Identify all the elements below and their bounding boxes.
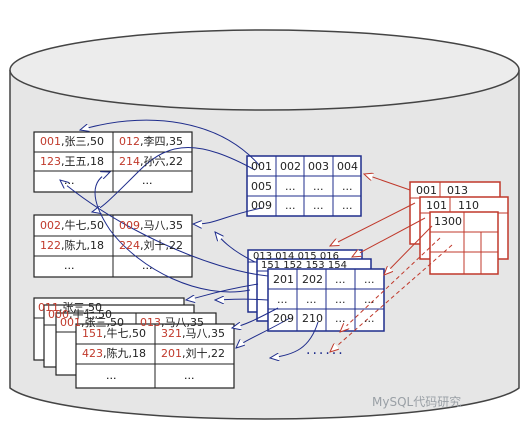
index-front-cell: ... — [364, 312, 375, 325]
index-mid-cell: 001 — [251, 160, 272, 173]
index-mid-cell: 003 — [308, 160, 329, 173]
index-stack-blue — [247, 249, 385, 332]
page1-row2-right: 214,孙六,22 — [119, 155, 183, 168]
index-front-cell: ... — [306, 293, 317, 306]
index-mid-cell: 009 — [251, 199, 272, 212]
page2-row1-right: 009,马八,35 — [119, 219, 183, 232]
stack-top-header: 013 014 015 016 — [253, 251, 339, 262]
index-mid-cell: 002 — [280, 160, 301, 173]
red-back-key-2: 013 — [447, 184, 468, 197]
index-mid-cell: 004 — [337, 160, 358, 173]
red-back-key-1: 001 — [416, 184, 437, 197]
page1-ellipsis-left: ... — [64, 174, 75, 187]
index-front-cell: ... — [335, 273, 346, 286]
page2-row1-left: 002,牛七,50 — [40, 219, 104, 232]
index-page-mid — [246, 155, 362, 217]
index-front-cell: 201 — [273, 273, 294, 286]
page2-row2-left: 122,陈九,18 — [40, 239, 104, 252]
stack-third-row-right: 013,马八,35 — [140, 316, 204, 329]
trailing-dots: ...... — [306, 342, 345, 358]
page2-row2-right: 224,刘十,22 — [119, 239, 183, 252]
front-row1-left: 151,牛七,50 — [82, 327, 146, 340]
index-front-cell: ... — [277, 293, 288, 306]
front-row1-right: 321,马八,35 — [161, 327, 225, 340]
front-ellipsis-left: ... — [106, 369, 117, 382]
page2-ellipsis-left: ... — [64, 259, 75, 272]
page2-ellipsis-right: ... — [142, 259, 153, 272]
stack-back-row: 011,张三,50 — [38, 301, 102, 314]
red-front-key-1: 1300 — [434, 215, 462, 228]
index-front-cell: ... — [335, 293, 346, 306]
page1-row1-right: 012,李四,35 — [119, 135, 183, 148]
data-page-front — [75, 323, 235, 389]
index-mid-cell: ... — [313, 180, 324, 193]
index-front-cell: ... — [364, 273, 375, 286]
red-mid-key-1: 101 — [426, 199, 447, 212]
red-mid-key-2: 110 — [458, 199, 479, 212]
red-pointers — [330, 174, 453, 352]
index-front-cell: 209 — [273, 312, 294, 325]
front-row2-left: 423,陈九,18 — [82, 347, 146, 360]
page1-row2-left: 123,王五,18 — [40, 155, 104, 168]
watermark-text: MySQL代码研究 — [372, 395, 462, 409]
stack-second-header: 151 152 153 154 — [261, 260, 347, 271]
stack-third-row-left: 001,张三,50 — [60, 316, 124, 329]
index-mid-cell: ... — [342, 199, 353, 212]
index-stack-red — [409, 181, 509, 275]
front-ellipsis-right: ... — [184, 369, 195, 382]
index-mid-cell: ... — [342, 180, 353, 193]
page1-ellipsis-right: ... — [142, 174, 153, 187]
index-mid-cell: ... — [285, 180, 296, 193]
data-page-2 — [33, 214, 193, 278]
front-row2-right: 201,刘十,22 — [161, 347, 225, 360]
index-mid-cell: ... — [285, 199, 296, 212]
cylinder-top — [9, 29, 520, 111]
index-mid-cell: 005 — [251, 180, 272, 193]
index-front-cell: 210 — [302, 312, 323, 325]
stack-mid-row: 000,牛七,50 — [48, 308, 112, 321]
index-front-cell: ... — [364, 293, 375, 306]
index-front-cell: 202 — [302, 273, 323, 286]
index-mid-cell: ... — [313, 199, 324, 212]
blue-pointers — [60, 119, 319, 358]
index-front-cell: ... — [335, 312, 346, 325]
page1-row1-left: 001,张三,50 — [40, 135, 104, 148]
